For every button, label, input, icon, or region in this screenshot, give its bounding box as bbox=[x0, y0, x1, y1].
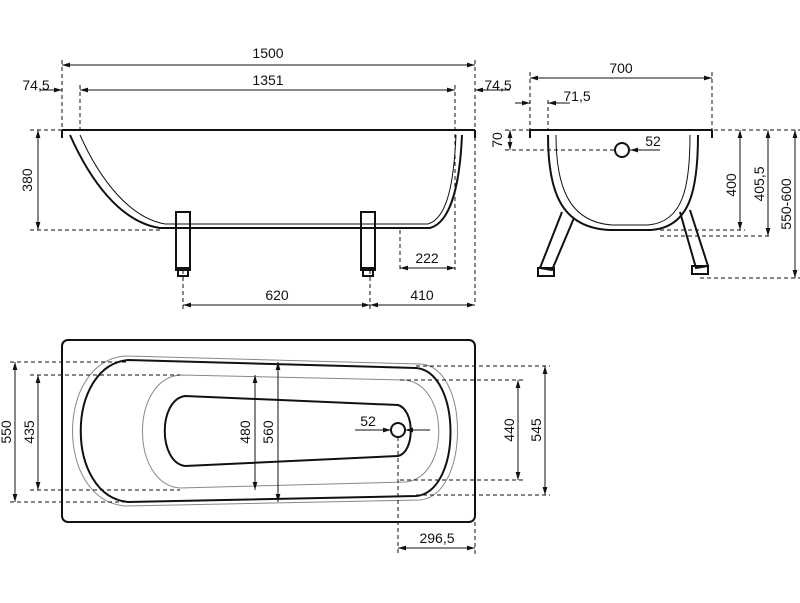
label-222: 222 bbox=[415, 250, 439, 266]
label-74-5-left: 74,5 bbox=[22, 77, 49, 93]
leg-left bbox=[538, 211, 575, 272]
label-1351: 1351 bbox=[252, 72, 283, 88]
tub-outline bbox=[61, 339, 476, 523]
label-545: 545 bbox=[528, 418, 544, 442]
label-435: 435 bbox=[21, 420, 37, 444]
label-52-end: 52 bbox=[645, 133, 661, 149]
drain-circle bbox=[614, 142, 630, 158]
label-70: 70 bbox=[489, 132, 505, 148]
label-296-5: 296,5 bbox=[419, 530, 454, 546]
label-550-600: 550-600 bbox=[778, 178, 794, 230]
tub-end-profile bbox=[529, 129, 713, 231]
label-1500: 1500 bbox=[252, 45, 283, 61]
leg-right bbox=[360, 211, 376, 271]
drain-circle bbox=[390, 422, 406, 438]
label-400: 400 bbox=[723, 173, 739, 197]
label-700: 700 bbox=[609, 60, 633, 76]
label-405-5: 405,5 bbox=[751, 166, 767, 201]
plan-view: 550 435 480 560 52 440 545 296,5 bbox=[0, 339, 550, 555]
label-560: 560 bbox=[260, 420, 276, 444]
bottom-outline bbox=[163, 394, 412, 468]
label-410: 410 bbox=[410, 287, 434, 303]
label-71-5: 71,5 bbox=[563, 88, 590, 104]
label-620: 620 bbox=[265, 287, 289, 303]
side-view: 1500 1351 74,5 74,5 380 222 620 410 bbox=[19, 45, 512, 310]
end-view: 700 71,5 70 52 400 405,5 550-600 bbox=[489, 60, 800, 279]
label-52-plan: 52 bbox=[360, 413, 376, 429]
leg-left bbox=[175, 211, 191, 271]
label-380: 380 bbox=[19, 168, 35, 192]
label-440: 440 bbox=[501, 418, 517, 442]
label-480: 480 bbox=[237, 420, 253, 444]
leg-right bbox=[679, 209, 710, 270]
label-74-5-right: 74,5 bbox=[484, 77, 511, 93]
bowl-outline bbox=[79, 358, 452, 504]
label-550: 550 bbox=[0, 420, 14, 444]
tub-side-profile bbox=[61, 129, 476, 229]
